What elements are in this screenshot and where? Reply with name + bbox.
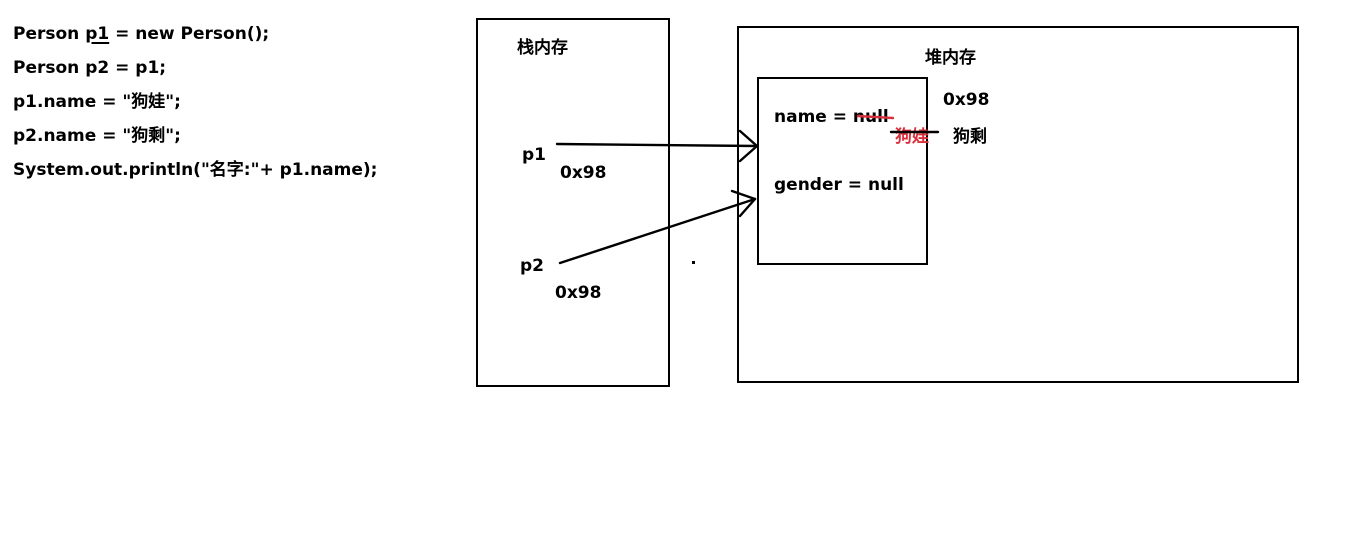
- code-line-5: System.out.println("名字:"+ p1.name);: [13, 160, 378, 180]
- person-object-box: [757, 77, 928, 265]
- code-line-3: p1.name = "狗娃";: [13, 92, 181, 112]
- stray-dot: [692, 261, 695, 264]
- code-line-1-suffix: = new Person();: [109, 24, 270, 44]
- new-value: 狗剩: [953, 127, 987, 147]
- stack-p2-address: 0x98: [555, 283, 602, 303]
- null-strike-mark: [856, 114, 895, 120]
- object-address: 0x98: [943, 90, 990, 110]
- p2-reference-arrow: [558, 189, 757, 265]
- code-line-1: Person p1 = new Person();: [13, 24, 269, 44]
- code-line-2: Person p2 = p1;: [13, 58, 167, 78]
- heap-memory-title: 堆内存: [925, 48, 976, 68]
- field-gender: gender = null: [774, 175, 904, 195]
- code-line-1-prefix: Person: [13, 24, 86, 44]
- code-line-1-var: p1: [85, 24, 110, 44]
- code-line-4: p2.name = "狗剩";: [13, 126, 181, 146]
- stack-memory-box: [476, 18, 670, 387]
- stack-p1-address: 0x98: [560, 163, 607, 183]
- p1-reference-arrow: [555, 129, 759, 163]
- stack-p1-label: p1: [522, 145, 546, 165]
- stack-p2-label: p2: [520, 256, 544, 276]
- stack-memory-title: 栈内存: [517, 38, 568, 58]
